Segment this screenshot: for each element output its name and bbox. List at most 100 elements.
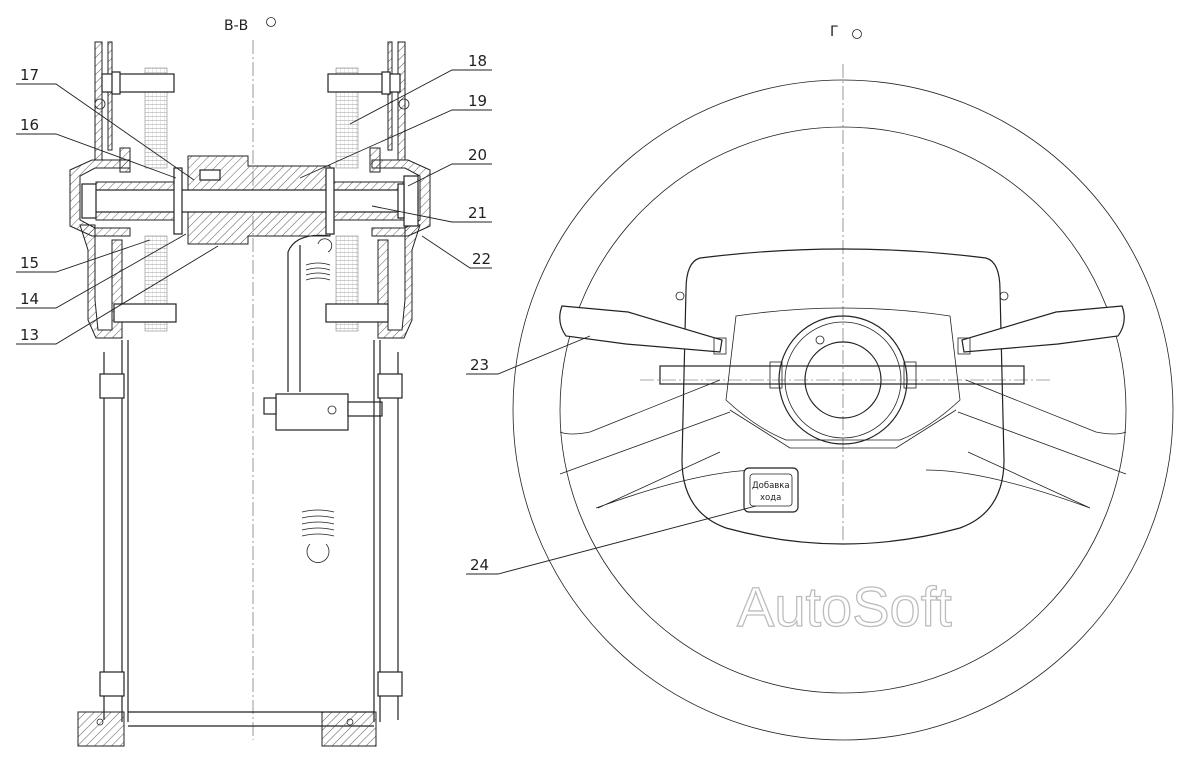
callout-22: 22 xyxy=(472,250,491,268)
callout-16: 16 xyxy=(20,116,39,134)
hub-19 xyxy=(187,155,331,191)
right-upper-column xyxy=(397,41,406,161)
right-housing-lower xyxy=(377,224,421,339)
steering-hub-pad xyxy=(681,248,1005,545)
callout-17: 17 xyxy=(20,66,39,84)
extra-stroke-button-face xyxy=(749,473,793,507)
hub-chevron xyxy=(729,409,957,449)
actuator-pin xyxy=(327,405,337,415)
nut-left xyxy=(81,183,97,219)
steering-wheel-outer-rim xyxy=(512,79,1174,741)
callout-21: 21 xyxy=(468,204,487,222)
leader-14 xyxy=(16,233,187,309)
leader-20 xyxy=(407,163,492,187)
right-foot-bolt xyxy=(346,718,354,726)
spring-upper xyxy=(305,262,331,281)
shaft-21 xyxy=(83,189,419,213)
left-foot-bolt xyxy=(96,718,104,726)
leader-19 xyxy=(299,109,492,179)
leader-18 xyxy=(349,69,492,125)
column-boss-mid xyxy=(784,321,902,439)
leader-23 xyxy=(466,335,591,375)
hub-bolt-right xyxy=(999,291,1009,301)
left-stalk-lever[interactable] xyxy=(559,305,723,353)
right-stalk-lever[interactable] xyxy=(961,305,1125,353)
spoke-lower-left xyxy=(559,411,761,509)
right-grate-upper xyxy=(335,67,359,169)
right-stalk-tip xyxy=(957,337,971,355)
spring-upper-hook xyxy=(317,238,333,253)
ring-right xyxy=(325,167,335,235)
spring-lower-hook xyxy=(306,543,330,563)
actuator-end-left xyxy=(263,397,277,415)
extra-stroke-button-label-1: Добавка xyxy=(752,481,790,491)
hub-bolt-left xyxy=(675,291,685,301)
callout-24: 24 xyxy=(470,556,489,574)
switch-crossbar-left-clamp xyxy=(769,361,783,389)
leader-13 xyxy=(16,245,219,345)
leader-22 xyxy=(421,235,492,269)
left-upper-column-inner xyxy=(107,41,113,151)
left-stalk-tip xyxy=(713,337,727,355)
leader-21 xyxy=(371,205,492,223)
column-boss-small-top xyxy=(815,335,825,345)
watermark: AutoSoft xyxy=(737,575,952,638)
leader-16 xyxy=(16,133,177,179)
spring-lower xyxy=(301,509,335,537)
switch-crossbar xyxy=(659,365,1025,385)
left-top-cotter xyxy=(94,98,106,110)
extra-stroke-button[interactable] xyxy=(743,467,799,513)
ring-14 xyxy=(173,167,183,235)
spoke-upper-left-wedge xyxy=(559,379,721,435)
left-clamp-lower xyxy=(99,671,125,697)
callout-14: 14 xyxy=(20,290,39,308)
flange-right-upper xyxy=(369,147,381,173)
callout-18: 18 xyxy=(468,52,487,70)
section-bb-view: В-В xyxy=(16,17,492,747)
column-boss-inner xyxy=(804,341,882,419)
extra-stroke-button-label-2: хода xyxy=(760,493,781,503)
bushing-left xyxy=(95,181,177,191)
left-top-pin-head xyxy=(111,71,121,95)
column-boss-outer xyxy=(778,315,908,445)
callout-15: 15 xyxy=(20,254,39,272)
washer-right xyxy=(397,183,405,219)
view-g-marker-circle-icon xyxy=(852,29,862,39)
callout-13: 13 xyxy=(20,326,39,344)
spoke-upper-right-wedge xyxy=(965,379,1127,435)
left-housing-lower xyxy=(79,224,123,339)
bushing-left-lower xyxy=(95,211,177,221)
flange-16 xyxy=(119,147,131,173)
left-grate-upper xyxy=(144,67,168,169)
left-foot xyxy=(77,711,125,747)
spoke-lower-right xyxy=(925,411,1127,509)
right-clamp-lower xyxy=(377,671,403,697)
nut-right xyxy=(403,175,419,227)
callout-20: 20 xyxy=(468,146,487,164)
leader-24 xyxy=(466,505,757,575)
actuator-rod xyxy=(347,401,383,417)
right-upper-column-inner xyxy=(387,41,393,151)
section-bb-title: В-В xyxy=(224,18,248,34)
right-clamp-upper xyxy=(377,373,403,399)
view-g-title: Г xyxy=(830,24,839,40)
lever-arm xyxy=(287,234,331,392)
switch-crossbar-right-clamp xyxy=(903,361,917,389)
right-foot xyxy=(321,711,377,747)
actuator-body xyxy=(275,393,349,431)
left-lower-pin xyxy=(113,303,177,323)
callout-23: 23 xyxy=(470,356,489,374)
right-lower-pin xyxy=(325,303,389,323)
steering-hub-pad-inner xyxy=(725,307,961,441)
leader-15 xyxy=(16,239,151,273)
pin-17 xyxy=(199,169,221,181)
leader-17 xyxy=(16,83,195,181)
callout-19: 19 xyxy=(468,92,487,110)
view-g: Г Добав xyxy=(466,24,1174,741)
left-clamp-upper xyxy=(99,373,125,399)
right-top-pin-head xyxy=(381,71,391,95)
right-top-cotter xyxy=(398,98,410,110)
hub-19-lower xyxy=(187,211,331,245)
view-marker-circle-icon xyxy=(266,17,276,27)
